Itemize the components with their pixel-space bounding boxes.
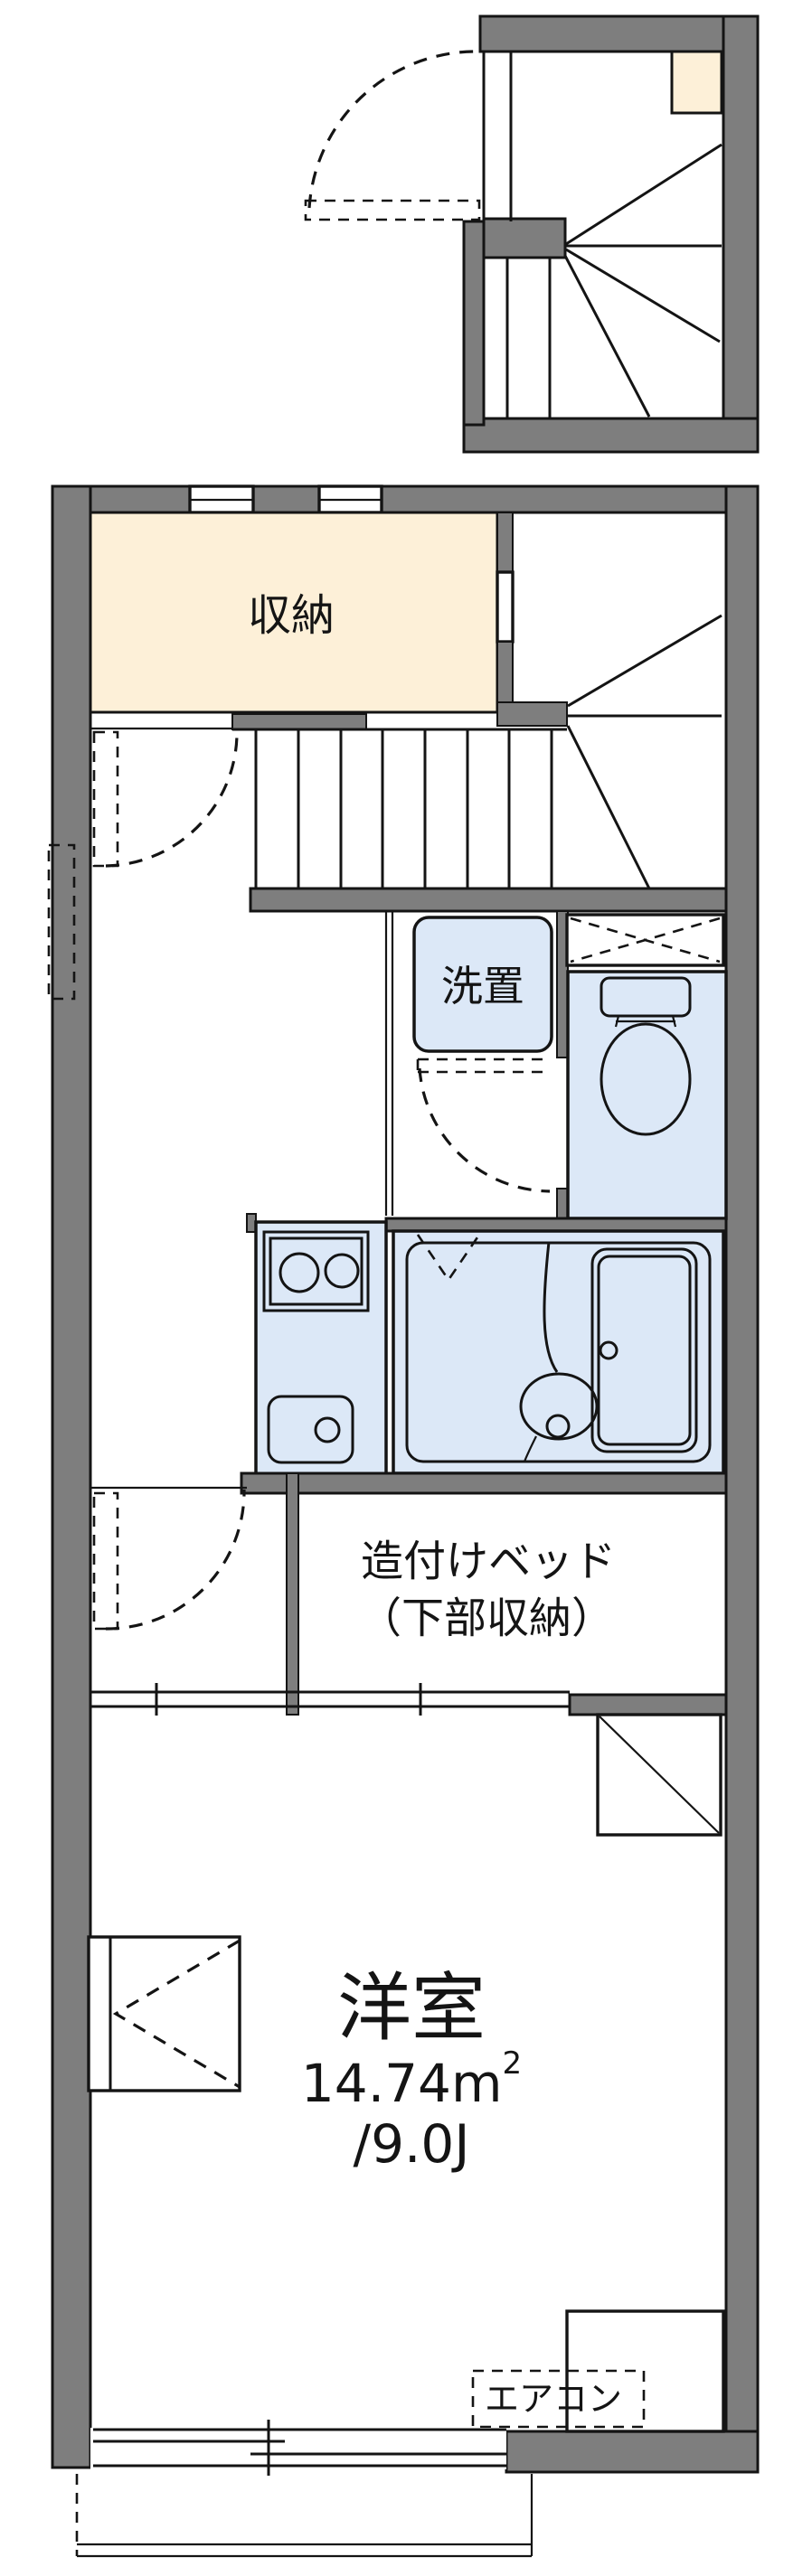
top-window-1 (188, 484, 255, 514)
wall-right (724, 484, 760, 2474)
upper-stair-treads (505, 143, 722, 418)
basin-drain (545, 1414, 571, 1439)
sliding-doors (90, 1683, 570, 1716)
bath-inner-border (405, 1241, 712, 1463)
entrance-wall-top (478, 14, 760, 53)
main-block: 収納 洗置 (47, 484, 760, 2476)
bed-top-wall (240, 1471, 728, 1495)
bed-label-line2: （下部収納） (359, 1594, 614, 1644)
main-staircase (90, 614, 722, 889)
aircon-box: エアコン (471, 2369, 646, 2429)
bathtub (590, 1247, 698, 1453)
main-room-labels: 洋室 14.74m2 /9.0J (301, 1966, 522, 2176)
laundry-door (416, 1058, 551, 1193)
tub-drain (599, 1340, 618, 1360)
laundry-left-wall (384, 911, 394, 1216)
entrance-wall-right (722, 14, 760, 454)
storage-stair-wall-a (496, 512, 514, 573)
stair-bottom-wall (249, 887, 728, 913)
overhead-cabinet (565, 913, 725, 967)
entrance-wall-left (462, 220, 486, 427)
bed-bottom-wall (568, 1693, 728, 1716)
stove (262, 1230, 370, 1312)
storage-stair-wall-b (496, 641, 514, 703)
wall-top (51, 484, 760, 514)
wall-bottom-right (505, 2430, 760, 2474)
balcony (75, 2474, 533, 2558)
entrance-wall-stub (482, 217, 567, 259)
stair-corner-stub (496, 701, 568, 727)
sink-drain (314, 1416, 341, 1443)
laundry-right-stub (556, 1188, 569, 1219)
laundry-room: 洗置 (384, 910, 569, 1219)
entrance-door-jambs (482, 52, 513, 221)
bay-window (87, 1935, 241, 2092)
main-room-size: /9.0J (354, 2113, 470, 2175)
hall-door-upper (92, 729, 239, 868)
bed-label-line1: 造付けベッド (361, 1537, 616, 1587)
entrance-stair-block (304, 14, 760, 454)
storage-label: 収納 (248, 590, 335, 641)
top-window-2 (317, 484, 383, 514)
main-room-name: 洋室 (337, 1966, 486, 2052)
built-in-bed: 造付けベッド （下部収納） (286, 1472, 728, 1716)
storage-room: 収納 (89, 511, 499, 714)
washer-pan (412, 916, 553, 1053)
bed-left-wall (286, 1472, 299, 1716)
entry-door (304, 50, 481, 221)
bathroom (392, 1229, 725, 1475)
laundry-label: 洗置 (441, 962, 524, 1011)
storage-stair-window (496, 570, 515, 644)
refrigerator-space (596, 1713, 722, 1837)
kitchen-sink (267, 1395, 354, 1464)
toilet-room (566, 970, 728, 1220)
shoe-cabinet (670, 50, 723, 115)
bath-partition-curve (543, 1241, 559, 1373)
bath-top-wall (384, 1217, 728, 1233)
kitchen-unit (254, 1220, 388, 1477)
washbasin (519, 1372, 599, 1441)
aircon-label: エアコン (485, 2379, 622, 2419)
balcony-window (90, 2420, 506, 2476)
hall-door-lower (90, 1486, 247, 1631)
toilet-fixture (600, 976, 692, 1136)
pipe-space-box (47, 843, 76, 1001)
burner-right (324, 1253, 360, 1289)
main-room-area: 14.74m2 (301, 2045, 522, 2114)
burner-left (279, 1252, 320, 1293)
entrance-wall-bottom (462, 417, 760, 454)
wall-left (51, 484, 92, 2469)
stair-soffit-stub (231, 713, 367, 730)
